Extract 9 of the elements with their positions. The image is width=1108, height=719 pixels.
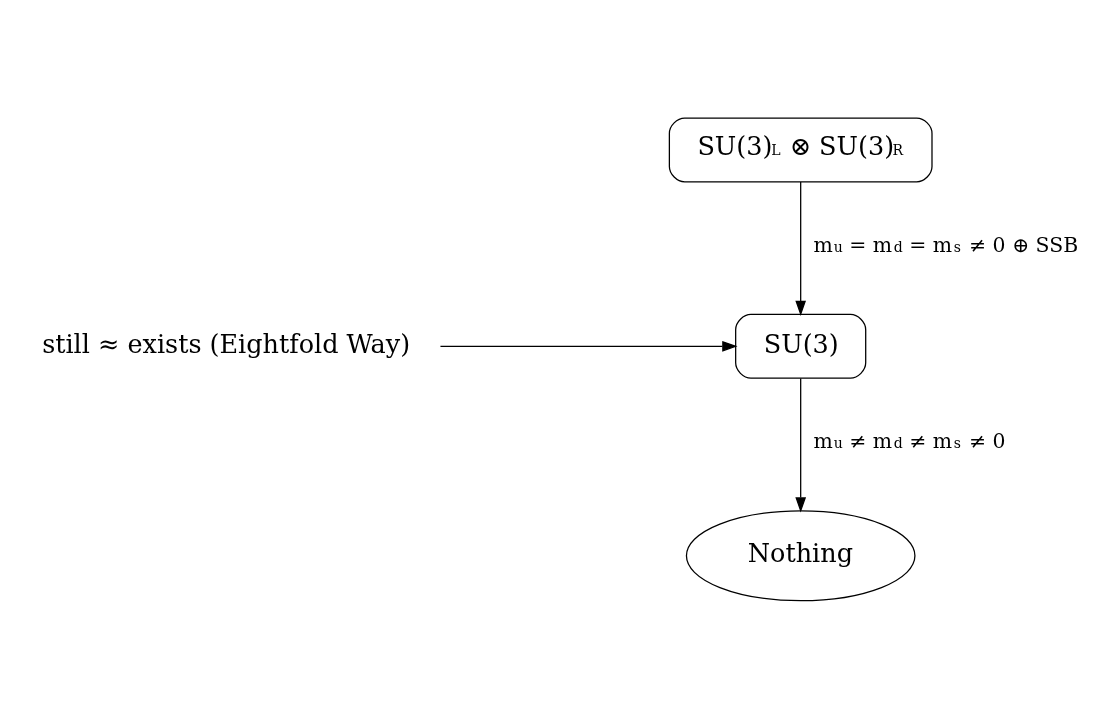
node-box: SU(3)	[735, 313, 867, 379]
arrow	[795, 181, 807, 317]
edge-label: mu = md = ms ≠ 0 ⊕ SSB	[813, 232, 1079, 257]
node-ellipse: Nothing	[685, 510, 916, 602]
node-text: still ≈ exists (Eightfold Way)	[42, 328, 411, 359]
edge-label: mu ≠ md ≠ ms ≠ 0	[813, 429, 1006, 454]
arrow	[795, 377, 807, 513]
node-box: SU(3)L ⊗ SU(3)R	[668, 117, 933, 183]
arrow	[439, 340, 738, 352]
